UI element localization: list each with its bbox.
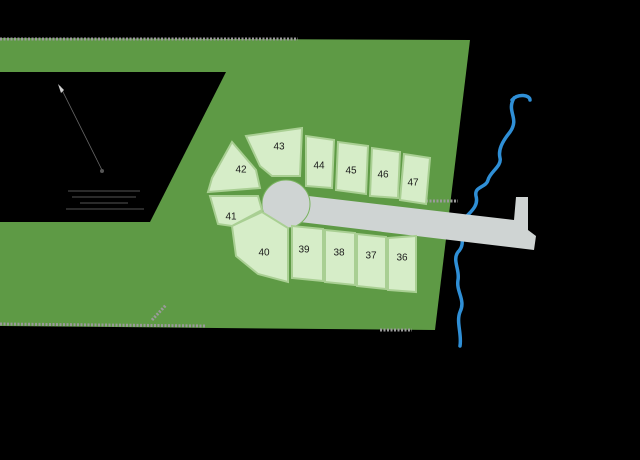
lot-shape[interactable]: [305, 134, 336, 190]
lot-number-label: 38: [333, 248, 345, 259]
lot-number-label: 46: [377, 170, 389, 181]
lot-number-label: 45: [345, 166, 357, 177]
lot-shape[interactable]: [334, 140, 370, 196]
lot-41[interactable]: 41: [208, 195, 264, 228]
lot-number-label: 43: [273, 142, 285, 153]
lot-44[interactable]: 44: [305, 134, 336, 190]
creek-line: [454, 93, 532, 348]
lot-45[interactable]: 45: [334, 140, 370, 196]
lot-47[interactable]: 47: [398, 152, 432, 206]
lot-number-label: 36: [396, 253, 408, 264]
lot-shape[interactable]: [206, 140, 262, 194]
lot-shape[interactable]: [324, 228, 356, 287]
lot-number-label: 37: [365, 251, 377, 262]
lot-shape[interactable]: [356, 232, 387, 291]
fence-line: [0, 37, 458, 332]
lot-shape[interactable]: [208, 195, 264, 228]
lot-43[interactable]: 43: [244, 126, 304, 177]
lot-number-label: 42: [235, 165, 247, 176]
lot-number-label: 41: [225, 212, 237, 223]
excluded-area: [0, 72, 226, 222]
lot-40[interactable]: 40: [230, 210, 289, 284]
lot-number-label: 40: [258, 248, 270, 259]
lot-shape[interactable]: [368, 146, 402, 200]
lot-shape[interactable]: [398, 152, 432, 206]
lot-42[interactable]: 42: [206, 140, 262, 194]
lot-shape[interactable]: [244, 126, 304, 177]
map-notes: [66, 190, 144, 210]
lot-38[interactable]: 38: [324, 228, 356, 287]
lot-37[interactable]: 37: [356, 232, 387, 291]
lot-number-label: 47: [407, 178, 419, 189]
lot-shape[interactable]: [291, 224, 324, 283]
lot-39[interactable]: 39: [291, 224, 324, 283]
lot-number-label: 44: [313, 161, 325, 172]
lot-shape[interactable]: [387, 234, 417, 294]
lot-36[interactable]: 36: [387, 234, 417, 294]
lot-46[interactable]: 46: [368, 146, 402, 200]
lot-group: 36 37 38 39 40 41 42 43 44 45 46 47: [206, 126, 432, 294]
lot-shape[interactable]: [230, 210, 289, 284]
lot-number-label: 39: [298, 245, 310, 256]
north-arrow-icon: [58, 84, 104, 173]
road: [261, 179, 536, 250]
